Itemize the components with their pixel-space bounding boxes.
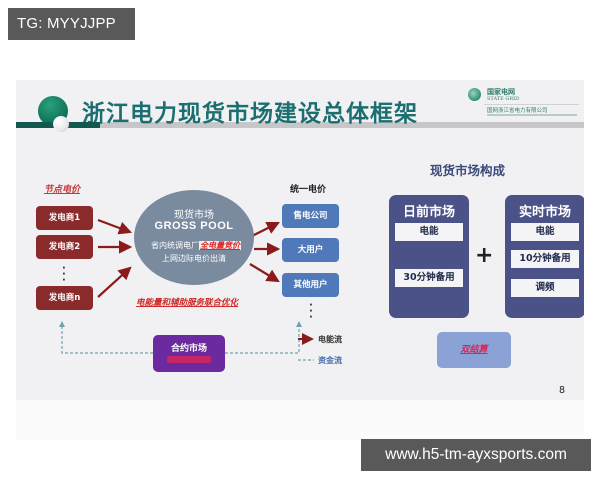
user-box-other: 其他用户 <box>282 273 339 297</box>
dual-settlement-box: 双结算 <box>437 332 511 368</box>
composition-title: 现货市场构成 <box>430 163 506 178</box>
ellipsis-vertical-icon: ··· <box>62 263 66 286</box>
logo-ball-icon <box>53 116 69 132</box>
day-ahead-item-reserve: 30分钟备用 <box>395 269 463 287</box>
state-grid-brand-en: STATE GRID <box>487 96 520 102</box>
user-box-large: 大用户 <box>282 238 339 262</box>
pool-title: 现货市场 <box>174 210 214 221</box>
real-time-item-energy: 电能 <box>511 223 579 241</box>
page-number: 8 <box>559 385 566 396</box>
contract-market-highlight <box>167 356 211 363</box>
ellipsis-vertical-icon: ··· <box>309 300 313 323</box>
unified-price-label: 统一电价 <box>290 185 327 195</box>
state-grid-globe-icon <box>468 88 481 101</box>
cooptimization-label: 电能量和辅助服务联合优化 <box>136 298 239 308</box>
real-time-title: 实时市场 <box>518 205 571 220</box>
generator-box-n: 发电商n <box>36 286 93 310</box>
pool-line3: 省内统调电厂全电量竞价 <box>138 240 254 251</box>
contract-market-box: 合约市场 <box>153 335 225 372</box>
legend-energy-flow: 电能流 <box>318 335 342 344</box>
header-bar <box>100 122 584 128</box>
slide-title: 浙江电力现货市场建设总体框架 <box>82 101 418 127</box>
flow-arrows <box>59 218 314 361</box>
state-grid-brand-cn: 国家电网 <box>487 88 515 96</box>
generator-box-1: 发电商1 <box>36 206 93 230</box>
day-ahead-item-energy: 电能 <box>395 223 463 241</box>
watermark-bottom: www.h5-tm-ayxsports.com <box>361 439 591 471</box>
watermark-top: TG: MYYJJPP <box>8 8 135 40</box>
day-ahead-title: 日前市场 <box>402 205 455 220</box>
gross-pool-circle: 现货市场 GROSS POOL 省内统调电厂全电量竞价 上网边际电价出清 <box>134 190 254 285</box>
node-price-label: 节点电价 <box>44 185 81 195</box>
pool-line3-highlight: 全电量竞价 <box>199 241 241 250</box>
pool-subtitle: GROSS POOL <box>154 220 234 232</box>
state-grid-company: 国网浙江省电力有限公司 <box>487 108 548 114</box>
slide: 浙江电力现货市场建设总体框架 国家电网 STATE GRID 国网浙江省电力有限… <box>16 80 584 400</box>
real-time-market-box: 实时市场 电能 10分钟备用 调频 <box>505 195 584 318</box>
user-box-retailer: 售电公司 <box>282 204 339 228</box>
day-ahead-market-box: 日前市场 电能 30分钟备用 <box>389 195 469 318</box>
logo-divider <box>484 104 579 105</box>
contract-market-label: 合约市场 <box>170 344 207 354</box>
legend-money-flow: 资金流 <box>318 356 342 365</box>
real-time-item-reserve: 10分钟备用 <box>511 250 579 268</box>
plus-icon: + <box>475 243 494 268</box>
pool-line3-prefix: 省内统调电厂 <box>151 241 199 250</box>
pool-line4: 上网边际电价出清 <box>162 254 226 263</box>
state-grid-company-en <box>487 114 577 116</box>
slide-reflection <box>16 400 584 440</box>
generator-box-2: 发电商2 <box>36 235 93 259</box>
real-time-item-regulation: 调频 <box>511 279 579 297</box>
